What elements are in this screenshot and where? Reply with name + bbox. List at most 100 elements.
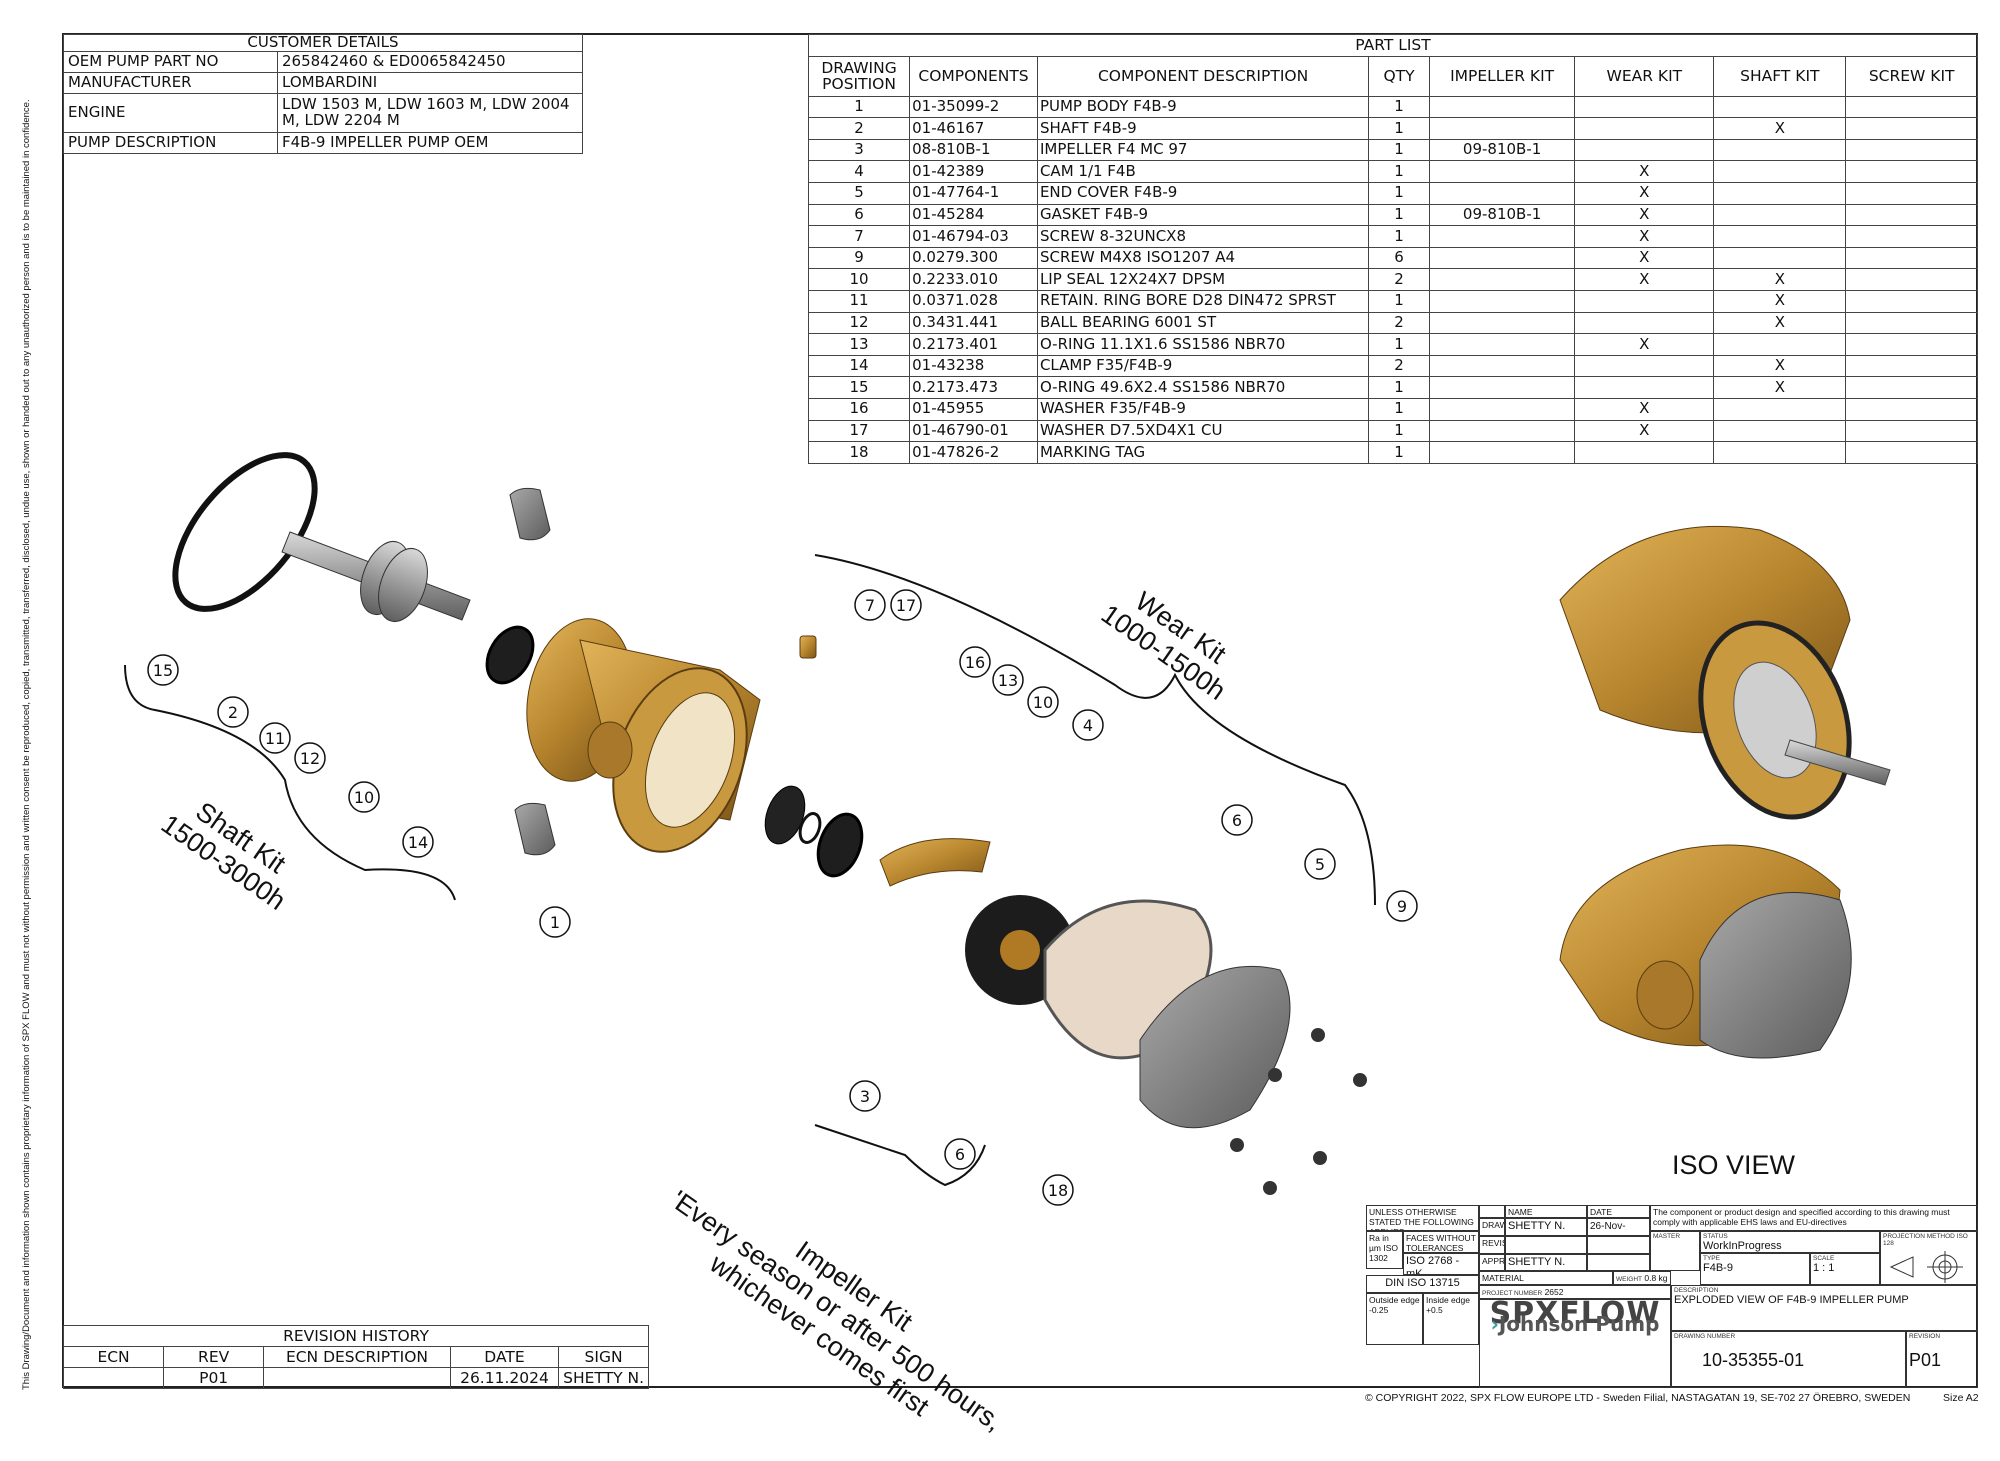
tb-master-label: MASTER (1653, 1233, 1681, 1240)
tb-weight: WEIGHT 0.8 kg (1613, 1271, 1671, 1285)
tb-drawing-number: DRAWING NUMBER 10-35355-01 (1671, 1331, 1906, 1388)
callout-label: 10 (354, 788, 374, 807)
end-cover-part (1139, 965, 1291, 1129)
iso-view-pump-bottom (1559, 844, 1852, 1059)
part-list-cell (1713, 181, 1847, 205)
tb-blank (1479, 1205, 1505, 1218)
tb-project-label: PROJECT NUMBER (1482, 1290, 1543, 1297)
callout-bubble (402, 826, 434, 858)
tb-projection: PROJECTION METHOD ISO 128 (1880, 1231, 1978, 1285)
tb-drawn-label: DRAWN (1479, 1218, 1505, 1236)
tb-master: MASTER (1650, 1231, 1700, 1271)
tb-weight-label: WEIGHT (1616, 1276, 1642, 1283)
part-list-cell: CAM 1/1 F4B (1036, 160, 1370, 183)
part-list-cell: 01-45284 (909, 203, 1038, 227)
wear-kit-bracket (814, 554, 1376, 906)
part-list-cell: 6 (807, 203, 911, 227)
part-list-cell: 2 (807, 117, 911, 140)
callout-bubble (539, 906, 571, 938)
table-row: OEM PUMP PART NO 265842460 & ED006584245… (63, 50, 583, 73)
o-ring-part (172, 452, 318, 612)
tb-revised-name (1505, 1236, 1587, 1254)
revision-cell (263, 1367, 451, 1389)
callout-bubble (1042, 1174, 1074, 1206)
tb-project-value: 2652 (1544, 1287, 1564, 1297)
tb-type-value: F4B-9 (1703, 1262, 1733, 1274)
drawing-frame (62, 33, 1978, 1388)
part-list-cell: 01-46794-03 (909, 225, 1038, 248)
callout-label: 6 (1232, 811, 1242, 830)
tb-scale-value: 1 : 1 (1813, 1262, 1835, 1274)
callout-label: 1 (550, 913, 560, 932)
part-list-cell (1574, 441, 1715, 464)
part-list-header: COMPONENTS (909, 55, 1038, 97)
callout-bubble (1221, 804, 1253, 836)
copyright-notice: © COPYRIGHT 2022, SPX FLOW EUROPE LTD - … (1365, 1392, 1911, 1404)
shaft-part (281, 531, 471, 622)
part-list-header: WEAR KIT (1574, 55, 1715, 97)
callout-bubble (259, 722, 291, 754)
part-list-cell: 0.2173.401 (909, 333, 1038, 356)
lip-seal-part (485, 625, 535, 685)
customer-label: ENGINE (63, 92, 278, 133)
tb-drawn-name: SHETTY N. (1505, 1218, 1587, 1236)
part-list-cell: X (1713, 117, 1847, 140)
part-list-cell: 10 (807, 268, 911, 291)
callout-label: 6 (955, 1145, 965, 1164)
revision-header: ECN (62, 1346, 165, 1368)
callout-label: 12 (300, 749, 320, 768)
part-list-cell: 16 (807, 397, 911, 421)
projection-symbol-icon (1889, 1251, 1963, 1283)
callout-label: 16 (965, 653, 985, 672)
tb-revised-date (1587, 1236, 1650, 1254)
table-row: ENGINE LDW 1503 M, LDW 1603 M, LDW 2004 … (63, 92, 583, 133)
tb-inside-edge: Inside edge +0.5 (1423, 1293, 1479, 1345)
o-ring-small-part (798, 812, 822, 844)
tb-approved-name: SHETTY N. (1505, 1254, 1587, 1271)
part-list-cell: X (1574, 203, 1715, 227)
callout-bubble (348, 781, 380, 813)
customer-value: LOMBARDINI (277, 71, 583, 94)
customer-value: F4B-9 IMPELLER PUMP OEM (277, 131, 583, 154)
part-list-cell: GASKET F4B-9 (1036, 203, 1370, 227)
johnson-pump-logo-text: Johnson Pump (1498, 1312, 1660, 1336)
title-block: UNLESS OTHERWISE STATED THE FOLLOWING AP… (1366, 1205, 1978, 1388)
tb-drawn-date: 26-Nov-2024 (1587, 1218, 1650, 1236)
customer-label: OEM PUMP PART NO (63, 50, 278, 73)
tb-description: DESCRIPTION EXPLODED VIEW OF F4B-9 IMPEL… (1671, 1285, 1978, 1331)
callout-label: 17 (896, 596, 916, 615)
callout-bubble (1027, 686, 1059, 718)
part-list-cell: 3 (807, 138, 911, 162)
part-list-cell (1713, 225, 1847, 248)
part-list-cell: 01-47826-2 (909, 441, 1038, 464)
tb-drawing-number-label: DRAWING NUMBER (1674, 1333, 1736, 1340)
part-list-header: DRAWING POSITION (807, 55, 911, 97)
part-list-cell: 01-42389 (909, 160, 1038, 183)
revision-cell: P01 (163, 1367, 265, 1389)
callout-bubble (1386, 890, 1418, 922)
part-list-cell: 0.2233.010 (909, 268, 1038, 291)
table-row: PUMP DESCRIPTION F4B-9 IMPELLER PUMP OEM (63, 131, 583, 154)
part-list-cell: 01-46790-01 (909, 419, 1038, 443)
tb-outside-value: -0.25 (1369, 1305, 1389, 1315)
part-list-cell (1713, 138, 1847, 162)
tb-date-label: DATE (1587, 1205, 1650, 1218)
part-list-cell (1428, 181, 1576, 205)
table-row: P01 26.11.2024 SHETTY N. (62, 1367, 649, 1389)
tb-approved-date (1587, 1254, 1650, 1271)
callout-label: 11 (265, 729, 285, 748)
part-list-cell (1845, 160, 1978, 183)
callout-bubble (890, 589, 922, 621)
part-list-cell (1845, 181, 1978, 205)
tb-projection-label: PROJECTION METHOD ISO 128 (1883, 1233, 1968, 1247)
revision-header: ECN DESCRIPTION (263, 1346, 451, 1368)
callout-bubble (147, 654, 179, 686)
part-list-cell (1845, 117, 1978, 140)
